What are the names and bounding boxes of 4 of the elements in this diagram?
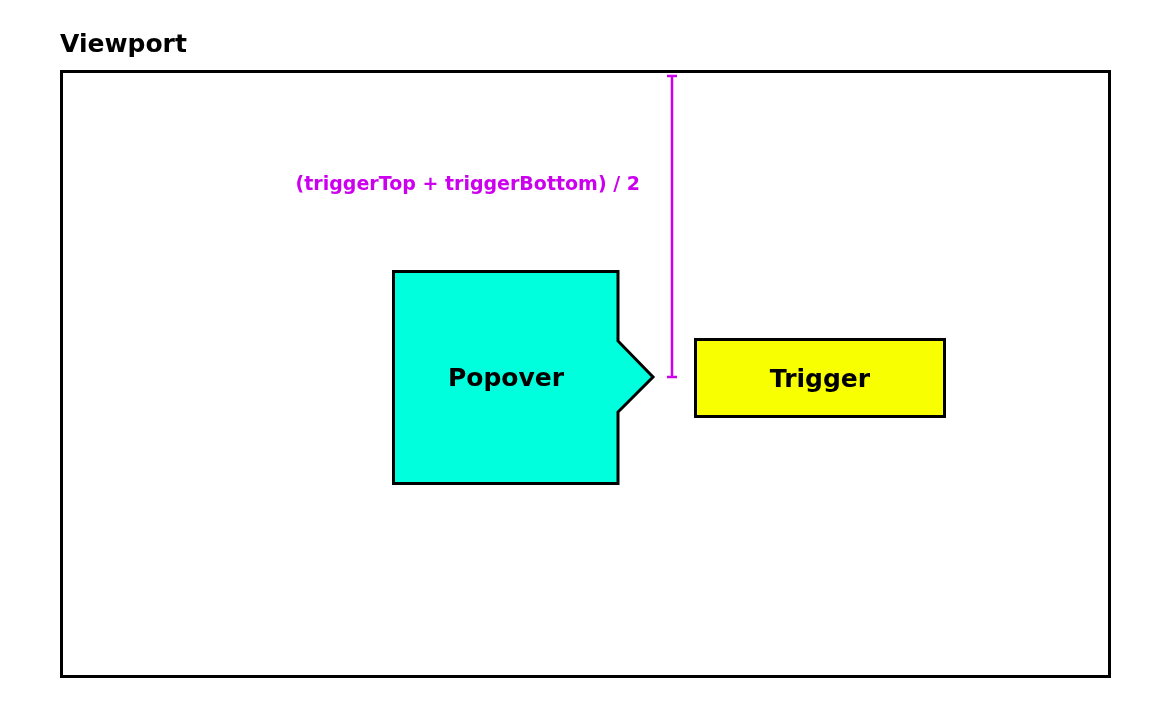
viewport-heading: Viewport (60, 29, 187, 58)
trigger-box: Trigger (694, 338, 946, 418)
popover-label: Popover (447, 363, 565, 392)
dimension-label: (triggerTop + triggerBottom) / 2 (295, 172, 640, 194)
